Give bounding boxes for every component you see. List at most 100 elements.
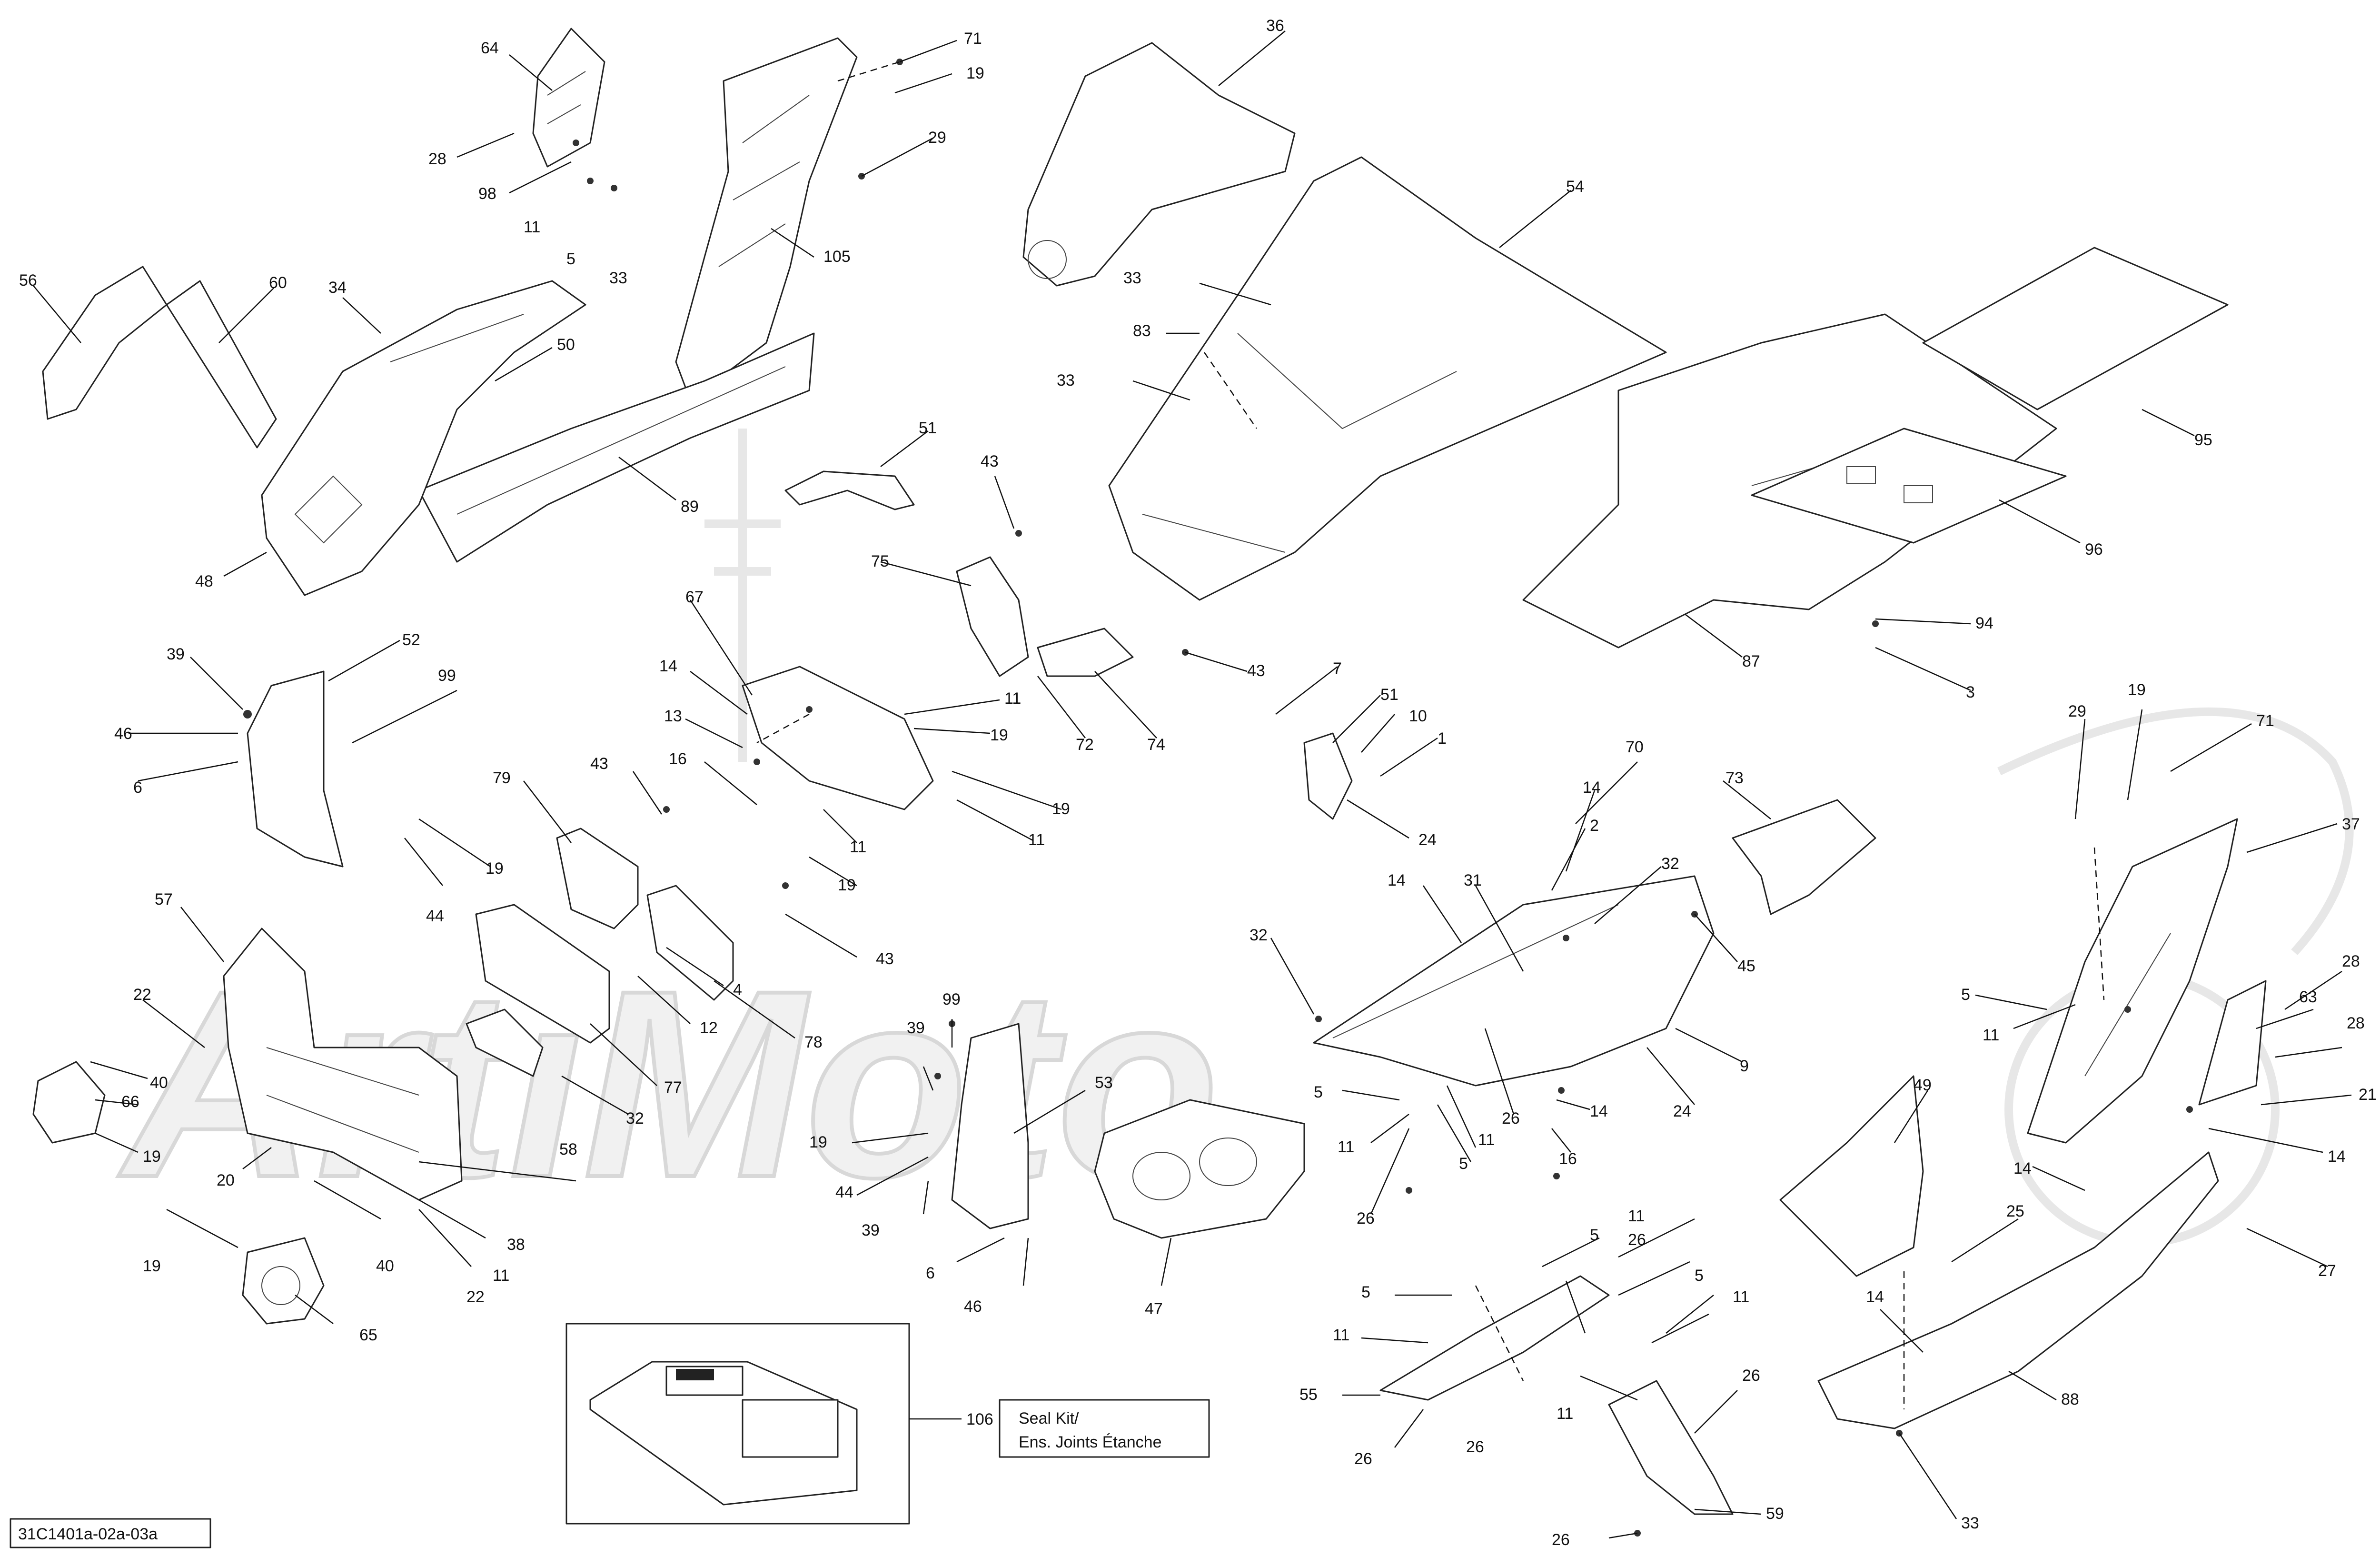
callout-51: 51 [919, 419, 937, 437]
callout-39c: 39 [862, 1221, 880, 1239]
callout-32b: 32 [1661, 855, 1679, 873]
callout-9: 9 [1740, 1057, 1749, 1075]
callout-20: 20 [217, 1171, 235, 1189]
part-75-grille [956, 556, 1029, 677]
callout-14g: 14 [1866, 1288, 1884, 1306]
callout-28: 28 [428, 150, 446, 168]
callout-88: 88 [2061, 1390, 2079, 1408]
part-105-side-panel [675, 37, 858, 401]
part-37-side-panel [2027, 818, 2238, 1144]
part-55-lower-rail [1379, 1275, 1610, 1401]
seal-kit-box: 106 Seal Kit/ Ens. Joints Étanche [565, 1323, 1210, 1525]
callout-24: 24 [1418, 831, 1437, 849]
callout-19b: 19 [486, 859, 504, 878]
callout-96: 96 [2085, 540, 2103, 559]
callout-105: 105 [823, 248, 851, 266]
callout-56: 56 [19, 271, 37, 289]
callout-6b: 6 [926, 1264, 935, 1282]
callout-75: 75 [871, 552, 889, 570]
callout-26d: 26 [1354, 1450, 1372, 1468]
callout-52: 52 [402, 631, 420, 649]
callout-14d: 14 [1590, 1102, 1608, 1120]
callout-55: 55 [1299, 1386, 1318, 1404]
seal-kit-label-line2: Ens. Joints Étanche [1019, 1433, 1162, 1451]
callout-65: 65 [359, 1326, 377, 1344]
callout-13: 13 [664, 707, 682, 725]
callout-43: 43 [981, 452, 999, 470]
callout-22b: 22 [466, 1288, 485, 1306]
callout-5c: 5 [1459, 1155, 1468, 1173]
callout-53: 53 [1095, 1074, 1113, 1092]
callout-5b: 5 [1314, 1083, 1323, 1101]
callout-31: 31 [1464, 871, 1482, 889]
callout-11j: 11 [1733, 1288, 1749, 1306]
callout-14b: 14 [1583, 778, 1601, 797]
callout-33b: 33 [1123, 269, 1141, 287]
part-66-knob [32, 1061, 106, 1144]
callout-94: 94 [1975, 614, 1993, 632]
callout-36: 36 [1266, 17, 1284, 35]
callout-10: 10 [1409, 707, 1427, 725]
callout-46: 46 [114, 725, 132, 743]
callout-89: 89 [681, 498, 699, 516]
callout-78: 78 [804, 1033, 823, 1051]
callout-5d: 5 [1961, 986, 1970, 1004]
callout-44b: 44 [835, 1183, 853, 1201]
callout-5e: 5 [1590, 1226, 1599, 1244]
callout-43b: 43 [1247, 662, 1265, 680]
callout-7: 7 [1333, 659, 1342, 678]
callout-11b: 11 [1004, 689, 1021, 708]
part-67-fascia [742, 666, 934, 810]
part-57-front-frame [223, 928, 463, 1201]
callout-50: 50 [557, 336, 575, 354]
callout-19i: 19 [2128, 681, 2146, 699]
callout-11l: 11 [1333, 1326, 1349, 1344]
callout-19e: 19 [838, 876, 856, 894]
callout-44: 44 [426, 907, 444, 925]
callout-47: 47 [1145, 1300, 1163, 1318]
callout-37: 37 [2342, 815, 2360, 833]
callout-2: 2 [1590, 817, 1599, 835]
callout-39b: 39 [907, 1019, 925, 1037]
callout-11k: 11 [1557, 1405, 1573, 1423]
callout-27: 27 [2318, 1262, 2336, 1280]
part-54-front-body [1108, 156, 1667, 601]
part-58-bracket [466, 1008, 544, 1077]
part-53-side-cover [951, 1023, 1029, 1229]
part-89-rail [418, 332, 815, 563]
callout-28c: 28 [2347, 1014, 2365, 1032]
callout-77: 77 [664, 1078, 682, 1097]
leader-lines [33, 30, 2352, 1539]
callout-22: 22 [133, 986, 151, 1004]
callout-26e: 26 [1466, 1438, 1484, 1456]
callout-14c: 14 [1388, 871, 1406, 889]
callout-46b: 46 [964, 1298, 982, 1316]
callout-51b: 51 [1380, 686, 1398, 704]
callout-74: 74 [1147, 736, 1165, 754]
hardware-fasteners [243, 59, 2193, 1537]
callout-19d: 19 [1052, 800, 1070, 818]
callout-58: 58 [559, 1140, 577, 1158]
callout-16b: 16 [1559, 1150, 1577, 1168]
callout-45: 45 [1737, 957, 1755, 975]
callout-11g: 11 [1478, 1131, 1495, 1149]
callout-19h: 19 [809, 1133, 827, 1151]
part-64-bracket [532, 28, 605, 168]
callout-33: 33 [609, 269, 627, 287]
callout-70: 70 [1626, 738, 1644, 756]
callout-33d: 33 [1961, 1514, 1979, 1532]
callout-32: 32 [626, 1109, 644, 1128]
part-51-small-bracket [1303, 732, 1353, 820]
part-59-bracket [1608, 1380, 1734, 1515]
part-49-lower-cover [1779, 1075, 1924, 1277]
callout-19g: 19 [143, 1257, 161, 1275]
callout-25: 25 [2006, 1202, 2024, 1220]
callout-5g: 5 [1361, 1283, 1370, 1301]
callout-11f: 11 [1338, 1138, 1354, 1156]
callout-14e: 14 [2328, 1148, 2346, 1166]
callout-19c: 19 [990, 726, 1008, 744]
callout-40: 40 [150, 1074, 168, 1092]
callout-99: 99 [438, 667, 456, 685]
part-36-hood [1022, 42, 1296, 287]
part-34-front-fender [261, 280, 586, 596]
